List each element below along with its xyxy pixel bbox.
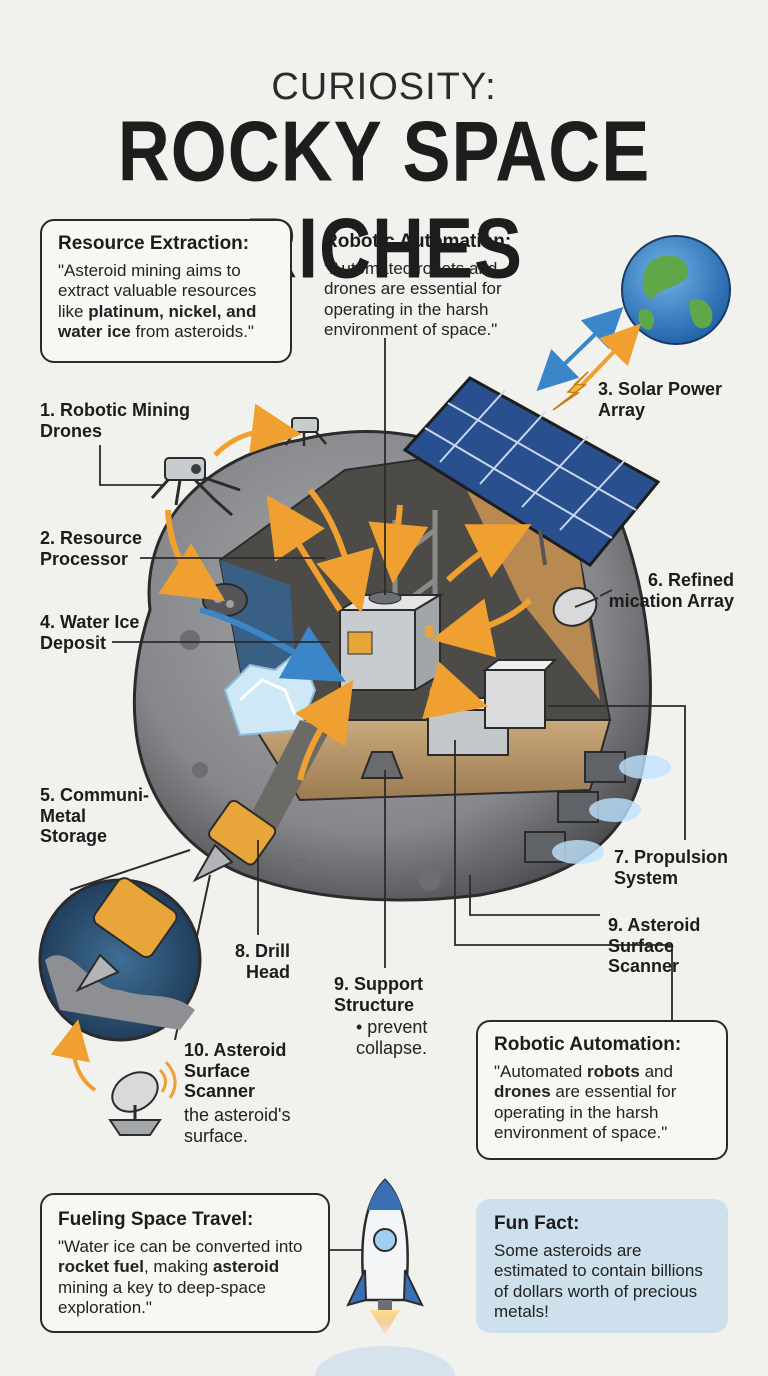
page-title: ROCKY SPACE RICHES bbox=[117, 105, 651, 297]
resource-processor bbox=[336, 591, 444, 692]
label-support-structure: 9. Support Structure bbox=[334, 974, 423, 1015]
callout-title: Fueling Space Travel: bbox=[58, 1209, 254, 1230]
communication-dish bbox=[552, 587, 599, 627]
callout-text: "Asteroid mining aims to extract valuabl… bbox=[58, 261, 257, 342]
callout-text: "Automated robots and drones are essenti… bbox=[324, 259, 502, 340]
fun-fact-title: Fun Fact: bbox=[494, 1213, 580, 1234]
resource-extraction-callout: Resource Extraction: "Asteroid mining ai… bbox=[40, 219, 292, 363]
resource-flow-arrows bbox=[158, 488, 533, 781]
callout-title: Robotic Automation: bbox=[324, 231, 512, 252]
earth bbox=[621, 235, 731, 345]
label-asteroid-surface-scanner-9: 9. Asteroid Surface Scanner bbox=[608, 915, 701, 977]
power-bolt-icon bbox=[552, 371, 589, 411]
label-asteroid-surface-scanner-10: 10. Asteroid Surface Scanner bbox=[184, 1040, 287, 1102]
support-structure bbox=[360, 751, 404, 779]
callout-text: "Automated robots and drones are essenti… bbox=[494, 1062, 677, 1143]
leader-lines bbox=[99, 338, 686, 1251]
fun-fact-callout: Fun Fact: Some asteroids are estimated t… bbox=[476, 1199, 728, 1333]
page-kicker: CURIOSITY: bbox=[271, 66, 497, 108]
label-drill-head: 8. Drill Head bbox=[234, 941, 290, 982]
note-asteroid-surface-scanner: the asteroid's surface. bbox=[184, 1105, 291, 1146]
callout-title: Robotic Automation: bbox=[494, 1034, 682, 1055]
mining-drone-icon bbox=[150, 457, 241, 517]
label-propulsion-system: 7. Propulsion System bbox=[614, 847, 729, 888]
label-metal-storage: 5. Communi- Metal Storage bbox=[40, 785, 150, 847]
drill-zoom-inset bbox=[38, 849, 211, 1042]
robotic-automation-bottom-callout: Robotic Automation: "Automated robots an… bbox=[476, 1020, 728, 1160]
fueling-space-travel-callout: Fueling Space Travel: "Water ice can be … bbox=[40, 1193, 330, 1333]
label-robotic-mining-drones: 1. Robotic Mining Drones bbox=[40, 400, 190, 441]
note-support-structure: • prevent collapse. bbox=[356, 1017, 428, 1058]
earth-link-arrow-orange bbox=[580, 323, 642, 387]
label-water-ice-deposit: 4. Water Ice Deposit bbox=[40, 612, 140, 653]
callout-title: Resource Extraction: bbox=[58, 233, 250, 254]
callout-text: "Water ice can be converted into rocket … bbox=[58, 1237, 303, 1318]
label-communication-array: 6. Refined mication Array bbox=[608, 570, 734, 611]
rocket-icon bbox=[315, 1178, 455, 1376]
label-solar-power-array: 3. Solar Power Array bbox=[598, 379, 723, 420]
fun-fact-text: Some asteroids are estimated to contain … bbox=[494, 1241, 703, 1322]
robotic-automation-top-callout: Robotic Automation: "Automated robots an… bbox=[324, 231, 544, 341]
surface-scanner-dish bbox=[108, 1061, 177, 1136]
propulsion-thrusters bbox=[524, 751, 671, 864]
label-resource-processor: 2. Resource Processor bbox=[40, 528, 143, 569]
